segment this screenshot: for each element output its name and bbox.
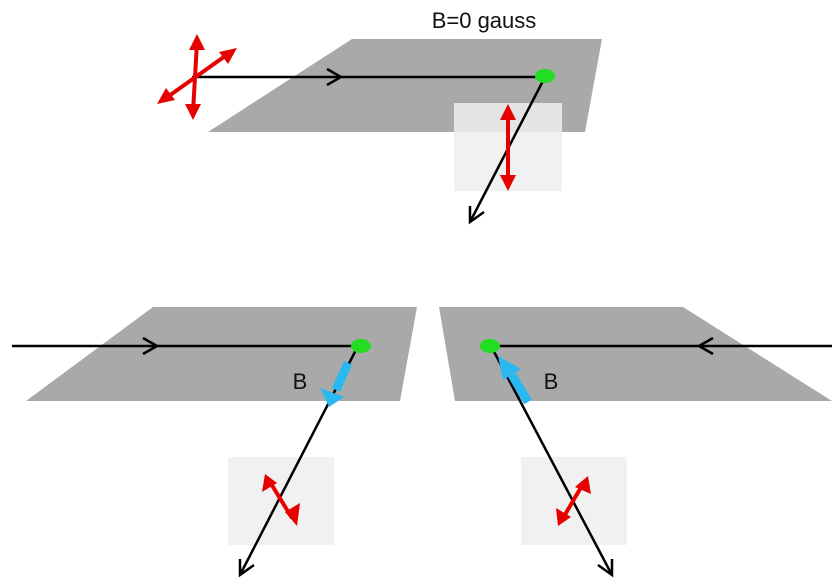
left-field-label: B (293, 369, 308, 394)
right-scattering-plane (439, 307, 832, 401)
right-field-label: B (544, 369, 559, 394)
right-scattered-beam (489, 345, 614, 576)
top-incident-beam-arrowhead (326, 67, 344, 87)
top-atom (535, 69, 555, 83)
right-incident-beam-arrowhead (696, 336, 714, 356)
right-magnetic-field-arrow-icon (498, 356, 532, 405)
left-atom (351, 339, 371, 353)
left-incident-beam-arrowhead (142, 336, 160, 356)
right-panel: B (439, 307, 832, 578)
left-scattering-plane (26, 307, 417, 401)
right-atom (480, 339, 500, 353)
right-scattered-beam-arrowhead (597, 559, 614, 578)
top-incident-polarization-icon (157, 34, 237, 120)
left-panel: B (12, 307, 417, 578)
top-panel: B=0 gauss (157, 8, 602, 225)
right-scattered-polarization-icon (556, 476, 591, 526)
top-scattered-polarization-icon (500, 104, 516, 191)
left-scattered-beam-arrowhead (238, 559, 255, 578)
top-panel-title: B=0 gauss (432, 8, 537, 33)
left-scattered-polarization-icon (262, 474, 300, 526)
left-magnetic-field-arrow-icon (320, 361, 353, 407)
top-scattered-beam-arrowhead (468, 206, 485, 225)
